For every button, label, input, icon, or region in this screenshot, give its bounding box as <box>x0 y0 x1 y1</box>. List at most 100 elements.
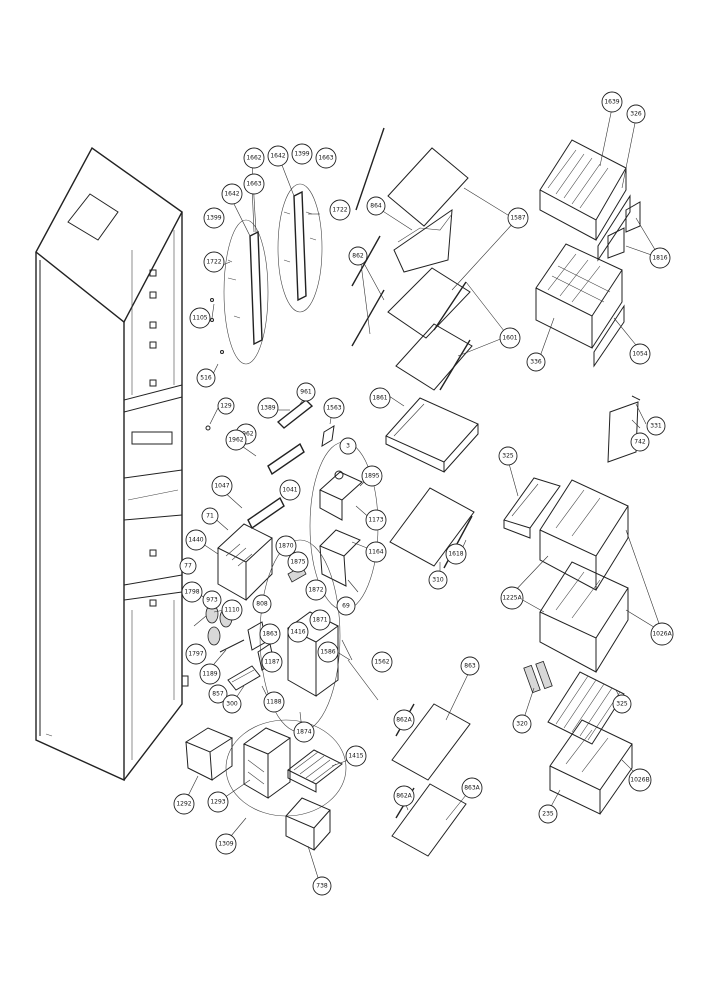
panel-742 <box>607 395 641 463</box>
callout-label: 864 <box>370 203 382 210</box>
callout-label: 1962 <box>228 437 243 444</box>
callout-961: 961 <box>296 382 316 402</box>
callout-label: 326 <box>630 111 642 118</box>
callout-label: 1875 <box>290 559 305 566</box>
callout-label: 1188 <box>266 699 281 706</box>
callout-label: 235 <box>542 811 554 818</box>
callout-1105: 1105 <box>189 307 211 329</box>
callout-label: 1187 <box>264 659 279 666</box>
callout-label: 1173 <box>368 517 383 524</box>
callout-label: 69 <box>342 603 350 610</box>
callout-label: 1562 <box>374 659 389 666</box>
callout-label: 1722 <box>206 259 221 266</box>
callout-326: 326 <box>626 104 646 124</box>
callout-label: 1026B <box>630 777 649 784</box>
callout-1871: 1871 <box>309 609 331 631</box>
callout-1164: 1164 <box>365 541 387 563</box>
callout-label: 1587 <box>510 215 525 222</box>
callout-label: 1861 <box>372 395 387 402</box>
callout-1586: 1586 <box>317 641 339 663</box>
callout-label: 1047 <box>214 483 229 490</box>
callout-label: 1110 <box>224 607 239 614</box>
callout-label: 1054 <box>632 351 647 358</box>
callout-1054: 1054 <box>629 343 651 365</box>
callout-863A: 863A <box>461 777 483 799</box>
callout-1895: 1895 <box>361 465 383 487</box>
callout-857: 857 <box>208 684 228 704</box>
freezer-drawer-middle <box>535 227 625 368</box>
callout-3: 3 <box>339 437 357 455</box>
ice-tray-1415 <box>287 749 343 793</box>
callout-1861: 1861 <box>369 387 391 409</box>
callout-label: 71 <box>206 513 214 520</box>
callout-862A-2: 862A <box>393 785 415 807</box>
callout-1663a: 1663 <box>315 147 337 169</box>
callout-label: 862A <box>396 717 412 724</box>
callout-1188: 1188 <box>263 691 285 713</box>
callout-label: 808 <box>256 601 268 608</box>
bin-738 <box>285 797 331 851</box>
shelf-trims <box>205 399 335 530</box>
callout-1563: 1563 <box>323 397 345 419</box>
callout-1962b: 1962 <box>225 429 247 451</box>
callout-300: 300 <box>222 694 242 714</box>
callout-1225A: 1225A <box>500 586 524 610</box>
callout-516: 516 <box>196 368 216 388</box>
callout-1026A: 1026A <box>650 622 674 646</box>
callout-label: 1164 <box>368 549 383 556</box>
callout-label: 1870 <box>278 543 293 550</box>
callout-1642b: 1642 <box>221 183 243 205</box>
callout-label: 1872 <box>308 587 323 594</box>
callout-973: 973 <box>202 590 222 610</box>
bin-1293 <box>242 727 292 799</box>
callout-69: 69 <box>336 596 356 616</box>
callout-1722a: 1722 <box>203 251 225 273</box>
callout-label: 1293 <box>210 799 225 806</box>
callout-1187: 1187 <box>261 651 283 673</box>
callout-label: 1601 <box>502 335 517 342</box>
refrigerator-cabinet <box>35 146 189 782</box>
glass-shelves-upper <box>351 127 473 391</box>
door-strip-group-right <box>277 183 323 313</box>
callout-1292: 1292 <box>173 793 195 815</box>
callout-label: 1399 <box>206 215 221 222</box>
callout-label: 1225A <box>502 595 522 602</box>
callout-738: 738 <box>312 876 332 896</box>
callout-label: 129 <box>220 403 232 410</box>
callout-label: 1399 <box>294 151 309 158</box>
callout-235: 235 <box>538 804 558 824</box>
callout-1639: 1639 <box>601 91 623 113</box>
callout-1189: 1189 <box>199 663 221 685</box>
callout-1875: 1875 <box>287 551 309 573</box>
callout-1293: 1293 <box>207 791 229 813</box>
callout-label: 77 <box>184 563 192 570</box>
callout-label: 1871 <box>312 617 327 624</box>
drawer-1225A-lower <box>539 561 629 673</box>
callout-label: 1389 <box>260 405 275 412</box>
callout-label: 516 <box>200 375 212 382</box>
callout-1587: 1587 <box>507 207 529 229</box>
callout-label: 1663 <box>246 181 261 188</box>
callout-1110: 1110 <box>221 599 243 621</box>
callout-862: 862 <box>348 246 368 266</box>
callout-label: 862A <box>396 793 412 800</box>
callout-1601: 1601 <box>499 327 521 349</box>
callout-1415: 1415 <box>345 745 367 767</box>
callout-1047: 1047 <box>211 475 233 497</box>
callout-1798: 1798 <box>181 581 203 603</box>
callout-1041: 1041 <box>279 479 301 501</box>
callout-label: 331 <box>650 423 662 430</box>
callout-863: 863 <box>460 656 480 676</box>
callout-1562: 1562 <box>371 651 393 673</box>
callout-label: 310 <box>432 577 444 584</box>
callout-label: 1026A <box>652 631 672 638</box>
callout-label: 863A <box>464 785 480 792</box>
callout-label: 1797 <box>188 651 203 658</box>
callout-1662: 1662 <box>243 147 265 169</box>
callout-label: 1586 <box>320 649 335 656</box>
callout-label: 742 <box>634 439 646 446</box>
callout-label: 1440 <box>188 537 203 544</box>
callout-1663b: 1663 <box>243 173 265 195</box>
callout-label: 1895 <box>364 473 379 480</box>
callout-742: 742 <box>630 432 650 452</box>
